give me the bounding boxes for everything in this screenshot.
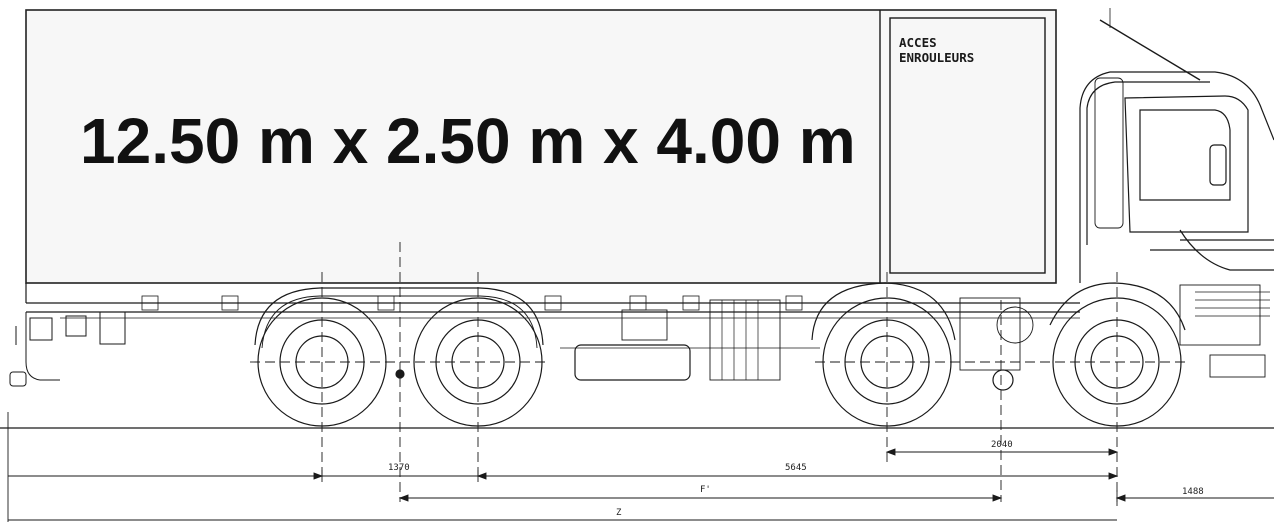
access-panel-label: ACCES ENROULEURS	[899, 35, 974, 65]
dimension-1488: 1488	[1182, 487, 1204, 497]
axle-center-lines	[250, 242, 1185, 502]
dimension-z: Z	[616, 508, 622, 518]
dimension-2040: 2040	[991, 440, 1013, 450]
chassis	[9, 283, 1080, 387]
cargo-box	[25, 9, 1057, 284]
mudguards	[254, 282, 1186, 349]
dimension-f: F'	[700, 485, 711, 495]
cab	[1079, 8, 1274, 378]
access-panel-frame	[889, 17, 1046, 274]
cargo-box-dimensions-label: 12.50 m x 2.50 m x 4.00 m	[80, 105, 856, 177]
exhaust-outlet	[992, 369, 1014, 391]
fifth-wheel-pivot	[395, 369, 405, 379]
dimension-5645: 5645	[785, 463, 807, 473]
access-label-line2: ENROULEURS	[899, 50, 975, 65]
dimension-lines	[7, 412, 1274, 522]
dimension-1370: 1370	[388, 463, 410, 473]
access-label-line1: ACCES	[899, 35, 937, 50]
